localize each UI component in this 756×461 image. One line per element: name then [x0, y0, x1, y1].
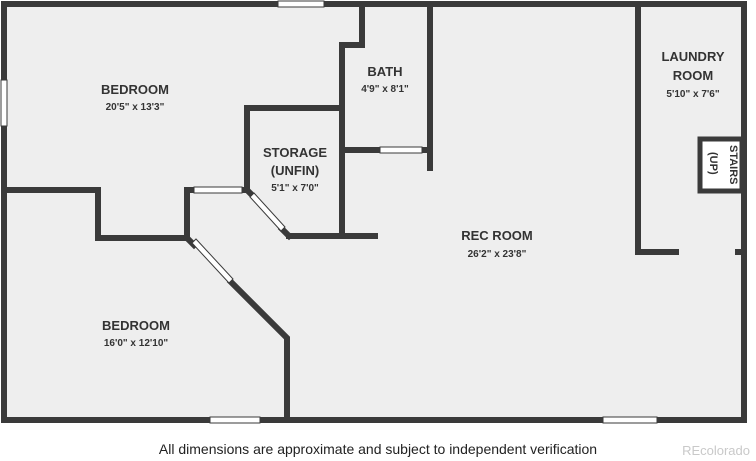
room-dims-laundry: 5'10" x 7'6" [666, 89, 719, 100]
room-dims-rec-room: 26'2" x 23'8" [468, 249, 527, 260]
room-name-storage-2: (UNFIN) [271, 163, 319, 178]
room-labels: BEDROOM 20'5" x 13'3" BATH 4'9" x 8'1" S… [101, 49, 725, 349]
storage-angled-wall-bottom [277, 224, 294, 241]
exterior-wall [1, 1, 747, 423]
room-dims-bedroom-top: 20'5" x 13'3" [106, 102, 165, 113]
room-name-bedroom-top: BEDROOM [101, 82, 169, 97]
disclaimer-text: All dimensions are approximate and subje… [158, 441, 598, 457]
room-name-rec-room: REC ROOM [461, 228, 533, 243]
room-dims-storage: 5'1" x 7'0" [271, 183, 319, 194]
doorway-bedroom-top [193, 186, 243, 194]
doorway-bedroom-bottom [191, 238, 234, 284]
window-top-bedroom [277, 0, 325, 8]
room-name-bedroom-bottom: BEDROOM [102, 318, 170, 333]
openings [0, 0, 658, 424]
stairs-box [697, 136, 745, 194]
room-name-bath: BATH [367, 64, 402, 79]
room-name-storage-1: STORAGE [263, 145, 327, 160]
floor-area [4, 4, 744, 420]
storage-wall-top [244, 105, 345, 193]
window-rec-room [602, 416, 658, 424]
storage-angled-wall-top [242, 185, 257, 200]
bath-wall-left [339, 1, 365, 238]
laundry-wall-left [635, 1, 679, 255]
watermark-logo-text: REcolorado [682, 443, 750, 458]
window-left-bedroom [0, 79, 8, 127]
room-dims-bedroom-bottom: 16'0" x 12'10" [104, 338, 169, 349]
doorway-bath [379, 146, 423, 154]
room-name-laundry-2: ROOM [673, 68, 713, 83]
bedroom-divider-wall [1, 187, 197, 241]
stairs-label: STAIRS [727, 145, 739, 185]
stairs: STAIRS (UP) [697, 136, 745, 194]
bedroom-angled-wall [226, 277, 290, 423]
stairs-direction: (UP) [707, 152, 719, 175]
room-dims-bath: 4'9" x 8'1" [361, 84, 409, 95]
room-name-laundry-1: LAUNDRY [661, 49, 724, 64]
window-bottom-bedroom [209, 416, 261, 424]
doorway-storage [249, 192, 286, 232]
walls [1, 1, 747, 423]
